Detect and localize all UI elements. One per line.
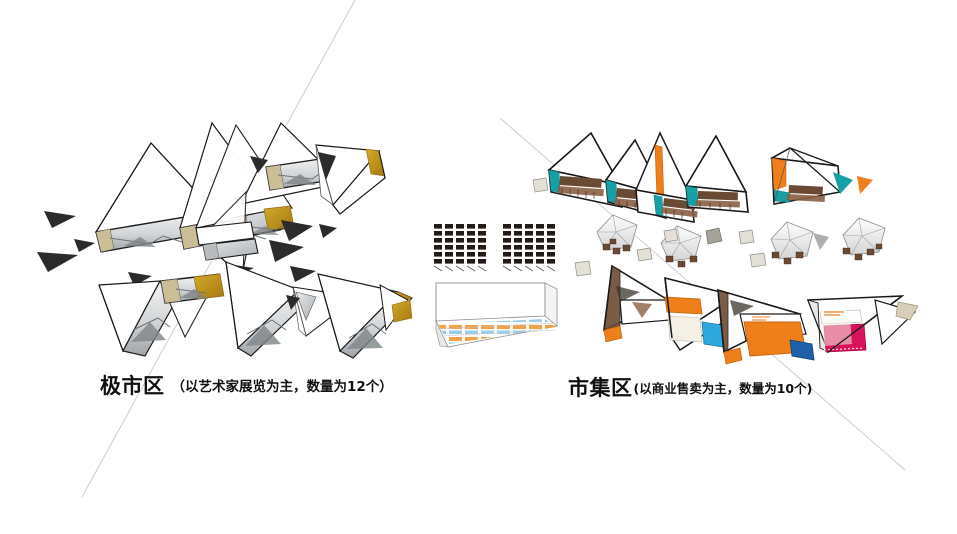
art-zone-cluster <box>37 121 414 359</box>
shadow-fragments-market <box>616 286 754 316</box>
zone-label-art-title: 极市区 <box>100 374 165 398</box>
zone-label-market: 市集区(以商业售卖为主，数量为10个) <box>568 372 812 402</box>
market-tent-10 <box>874 299 919 346</box>
zone-label-art-subtitle: （以艺术家展览为主，数量为12个） <box>171 379 393 395</box>
seat-cluster-3 <box>771 251 804 265</box>
market-tent-1 <box>547 131 623 209</box>
display-panel <box>435 282 558 327</box>
market-tent-5 <box>769 147 841 205</box>
parasol-4 <box>842 217 886 261</box>
zone-label-market-title: 市集区 <box>568 376 633 400</box>
shadow-fragments-left <box>37 211 152 286</box>
pavilion-art-8 <box>159 273 225 339</box>
pavilion-art-12 <box>379 284 413 332</box>
display-base-tiles <box>435 315 558 348</box>
market-tent-row-upper <box>547 131 873 223</box>
floating-fragments-right <box>833 172 873 194</box>
center-display-module <box>433 222 558 348</box>
parasol-3 <box>770 221 829 265</box>
market-tent-3 <box>634 131 698 223</box>
seat-cluster-1 <box>602 238 631 255</box>
market-zone-cluster <box>532 131 919 365</box>
zone-label-art: 极市区 （以艺术家展览为主，数量为12个） <box>100 370 393 400</box>
pavilion-art-5 <box>315 144 386 215</box>
shelf-group-1 <box>433 222 487 272</box>
seat-cluster-4 <box>842 243 883 261</box>
market-tent-6 <box>603 264 671 343</box>
market-tent-4 <box>684 134 749 213</box>
shelf-group-2 <box>502 222 556 272</box>
parasol-1 <box>596 214 638 255</box>
market-furniture <box>532 177 886 277</box>
zone-label-market-subtitle: (以商业售卖为主，数量为10个) <box>633 381 813 396</box>
pavilion-art-6 <box>194 190 259 282</box>
scatter-boards <box>532 177 767 277</box>
market-tent-row-lower <box>603 264 919 365</box>
seat-cluster-2 <box>665 255 698 268</box>
